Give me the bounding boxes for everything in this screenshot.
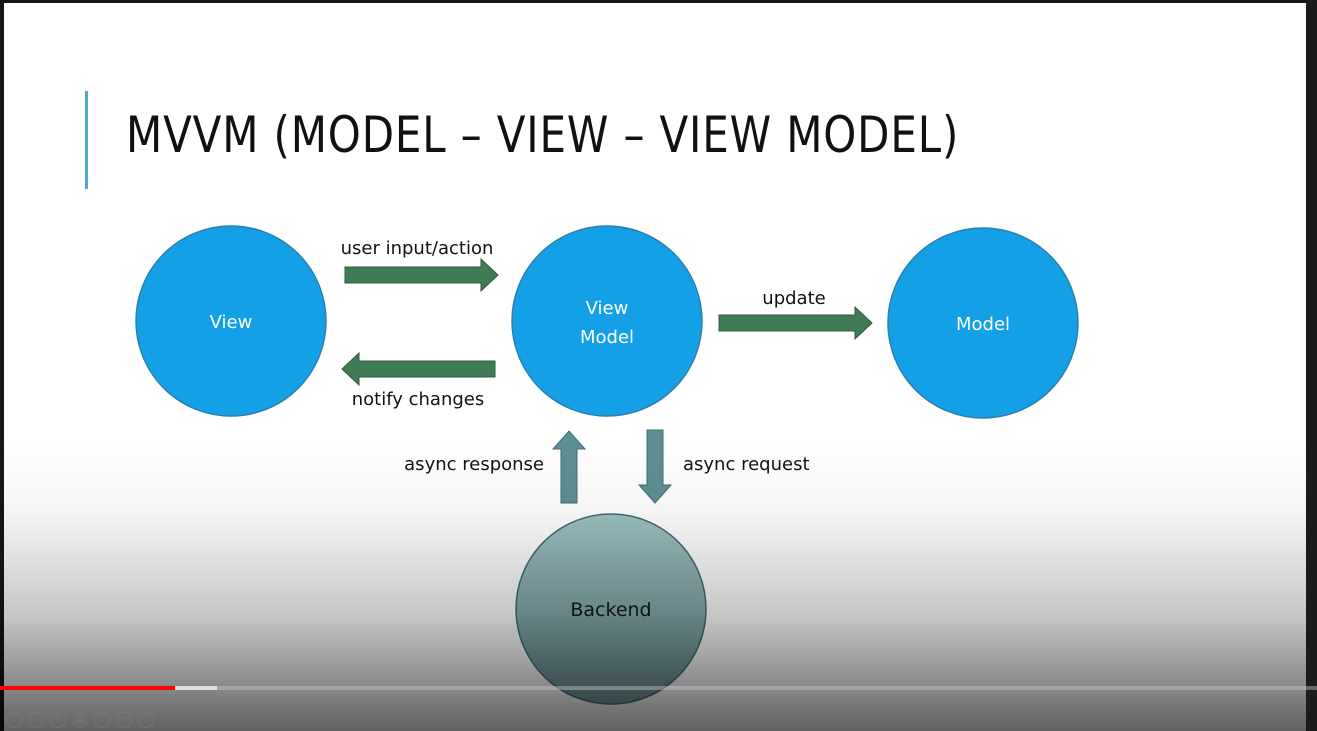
more-icon[interactable]: ⋯: [138, 712, 154, 728]
model-node-label: Model: [956, 314, 1010, 335]
viewmodel-node-label-line1: View: [586, 298, 629, 319]
subtitles-icon[interactable]: ▭: [116, 712, 132, 728]
title-accent-bar: [85, 91, 88, 189]
user-input-label: user input/action: [341, 238, 494, 259]
slides-icon[interactable]: ▦: [72, 712, 88, 728]
previous-icon[interactable]: ‹: [6, 712, 22, 728]
video-progress-bar[interactable]: [0, 686, 1317, 690]
model-node: [887, 227, 1079, 419]
user-input-arrow: [344, 257, 499, 293]
slide-title: MVVM (MODEL – VIEW – VIEW MODEL): [126, 106, 960, 164]
async-request-label: async request: [683, 454, 810, 475]
presentation-slide: MVVM (MODEL – VIEW – VIEW MODEL) View Vi…: [4, 3, 1306, 731]
slide-show-controls: ‹ › ✎ ▦ ⌕ ▭ ⋯: [6, 712, 154, 731]
update-label: update: [762, 288, 825, 309]
pen-icon[interactable]: ✎: [50, 712, 66, 728]
next-icon[interactable]: ›: [28, 712, 44, 728]
frame-edge: [1306, 0, 1317, 731]
backend-node-label: Backend: [570, 599, 651, 621]
progress-played: [0, 686, 176, 690]
viewmodel-node-label-line2: Model: [580, 327, 634, 348]
mvvm-diagram: View View Model Model Backend user input…: [135, 225, 1079, 705]
async-request-arrow: [637, 429, 673, 504]
async-response-arrow: [551, 430, 587, 504]
notify-changes-label: notify changes: [352, 389, 485, 410]
view-node-label: View: [210, 312, 253, 333]
zoom-icon[interactable]: ⌕: [94, 712, 110, 728]
update-arrow: [718, 305, 873, 341]
viewmodel-node: [511, 225, 703, 417]
view-node: [135, 225, 327, 417]
async-response-label: async response: [404, 454, 544, 475]
notify-changes-arrow: [341, 351, 496, 387]
